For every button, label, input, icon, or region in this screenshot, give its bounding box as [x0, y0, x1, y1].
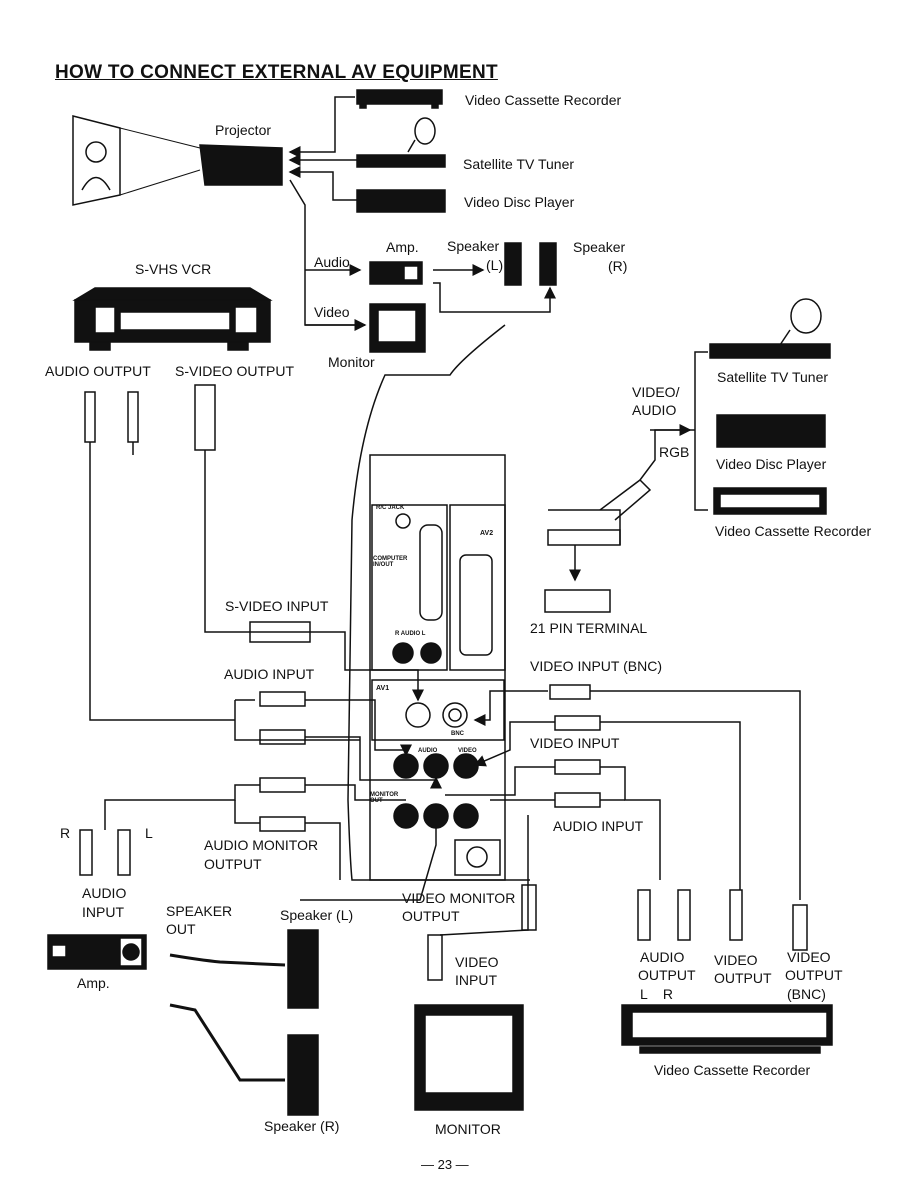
amp-bottom-label: Amp.	[77, 975, 110, 991]
speaker-r-top-sub: (R)	[608, 258, 628, 274]
vcr-top-label: Video Cassette Recorder	[465, 92, 622, 108]
svhs-audio-plugs	[84, 391, 235, 721]
monitor-bottom	[414, 1004, 524, 1111]
audio-output-right-label-1: AUDIO	[640, 949, 685, 965]
av2-label: AV2	[480, 530, 494, 537]
satellite-top-label: Satellite TV Tuner	[463, 156, 575, 172]
video-output-bnc-label-1: VIDEO	[787, 949, 831, 965]
projector-label: Projector	[215, 122, 272, 138]
audio-input-left-label: AUDIO INPUT	[224, 666, 315, 682]
satellite-tuner-top	[356, 154, 446, 168]
vcr-bottom-device	[621, 1004, 833, 1054]
panel-video-label: VIDEO	[458, 748, 477, 754]
video-output-bnc-label-2: OUTPUT	[785, 967, 843, 983]
disc-player-right	[716, 414, 826, 448]
satellite-dish-right	[779, 298, 822, 346]
computer-label: COMPUTER IN/OUT	[373, 556, 408, 568]
audio-output-label: AUDIO OUTPUT	[45, 363, 151, 379]
rc-jack	[395, 513, 411, 529]
svideo-output-label: S-VIDEO OUTPUT	[175, 363, 295, 379]
speaker-r-bottom-label: Speaker (R)	[264, 1118, 340, 1134]
video-input-right-label: VIDEO INPUT	[530, 735, 620, 751]
video-top-label: Video	[314, 304, 350, 320]
video-monitor-output-label-1: VIDEO MONITOR	[402, 890, 516, 906]
rc-jack-label: R/C JACK	[376, 505, 405, 511]
rgb-label: RGB	[659, 444, 690, 460]
speaker-r-bottom	[287, 1034, 319, 1116]
speaker-out-label-1: SPEAKER	[166, 903, 233, 919]
audio-output-right-label-2: OUTPUT	[638, 967, 696, 983]
page-title: HOW TO CONNECT EXTERNAL AV EQUIPMENT	[55, 62, 498, 83]
audio-input-amp-label-1: AUDIO	[82, 885, 127, 901]
satellite-dish-top	[407, 117, 436, 153]
r-label: R	[60, 825, 71, 841]
vcr-right-label: Video Cassette Recorder	[715, 523, 872, 539]
disc-top-label: Video Disc Player	[464, 194, 575, 210]
av1-label: AV1	[376, 685, 390, 692]
speaker-r-top-label: Speaker	[573, 239, 626, 255]
video-output-bnc-label-3: (BNC)	[787, 986, 826, 1002]
page-number: — 23 —	[421, 1157, 469, 1172]
speaker-top-r	[539, 242, 557, 286]
amp-top	[369, 261, 423, 285]
monitor-out-label: MONITOR OUT	[370, 792, 399, 804]
video-output-label-1: VIDEO	[714, 952, 758, 968]
video-output-label-2: OUTPUT	[714, 970, 772, 986]
speaker-l-bottom-label: Speaker (L)	[280, 907, 354, 923]
vcr-right-device	[713, 487, 827, 515]
video-audio-label-2: AUDIO	[632, 402, 677, 418]
disc-right-label: Video Disc Player	[716, 456, 827, 472]
rear-panel	[371, 504, 506, 876]
audio-input-amp-label-2: INPUT	[82, 904, 124, 920]
projection-screen	[72, 115, 121, 206]
svideo-input-label: S-VIDEO INPUT	[225, 598, 329, 614]
satellite-right-label: Satellite TV Tuner	[717, 369, 829, 385]
svhs-svideo-plug	[194, 384, 250, 633]
amp-bottom	[47, 934, 147, 970]
speaker-l-top-sub: (L)	[486, 257, 504, 273]
speaker-out-label-2: OUT	[166, 921, 196, 937]
pin21-label: 21 PIN TERMINAL	[530, 620, 648, 636]
svhs-vcr-label: S-VHS VCR	[135, 261, 212, 277]
video-input-bnc-label: VIDEO INPUT (BNC)	[530, 658, 662, 674]
vcr-bottom-label: Video Cassette Recorder	[654, 1062, 811, 1078]
speaker-top-l	[504, 242, 522, 286]
audio-monitor-output-label-1: AUDIO MONITOR	[204, 837, 319, 853]
satellite-tuner-right	[709, 343, 831, 359]
monitor-top-label: Monitor	[328, 354, 375, 370]
audio-rl-label: R AUDIO L	[395, 631, 426, 637]
l-label: L	[145, 825, 153, 841]
bnc-label: BNC	[451, 731, 464, 737]
panel-audio-label: AUDIO	[418, 748, 438, 754]
monitor-top	[369, 303, 426, 353]
video-input-monitor-label-2: INPUT	[455, 972, 497, 988]
speaker-l-top-label: Speaker	[447, 238, 500, 254]
video-input-monitor-label-1: VIDEO	[455, 954, 499, 970]
video-audio-label-1: VIDEO/	[632, 384, 680, 400]
monitor-bottom-label: MONITOR	[435, 1121, 501, 1137]
audio-input-right-label: AUDIO INPUT	[553, 818, 644, 834]
amp-top-label: Amp.	[386, 239, 419, 255]
audio-monitor-output-label-2: OUTPUT	[204, 856, 262, 872]
disc-player-top	[356, 189, 446, 213]
speaker-l-bottom	[287, 929, 319, 1009]
vcr-top-device	[356, 89, 443, 109]
projector-unit	[199, 144, 283, 186]
svhs-vcr-device	[72, 287, 273, 351]
video-monitor-output-label-2: OUTPUT	[402, 908, 460, 924]
audio-output-lr-label: L R	[640, 986, 673, 1002]
audio-top-label: Audio	[314, 254, 350, 270]
